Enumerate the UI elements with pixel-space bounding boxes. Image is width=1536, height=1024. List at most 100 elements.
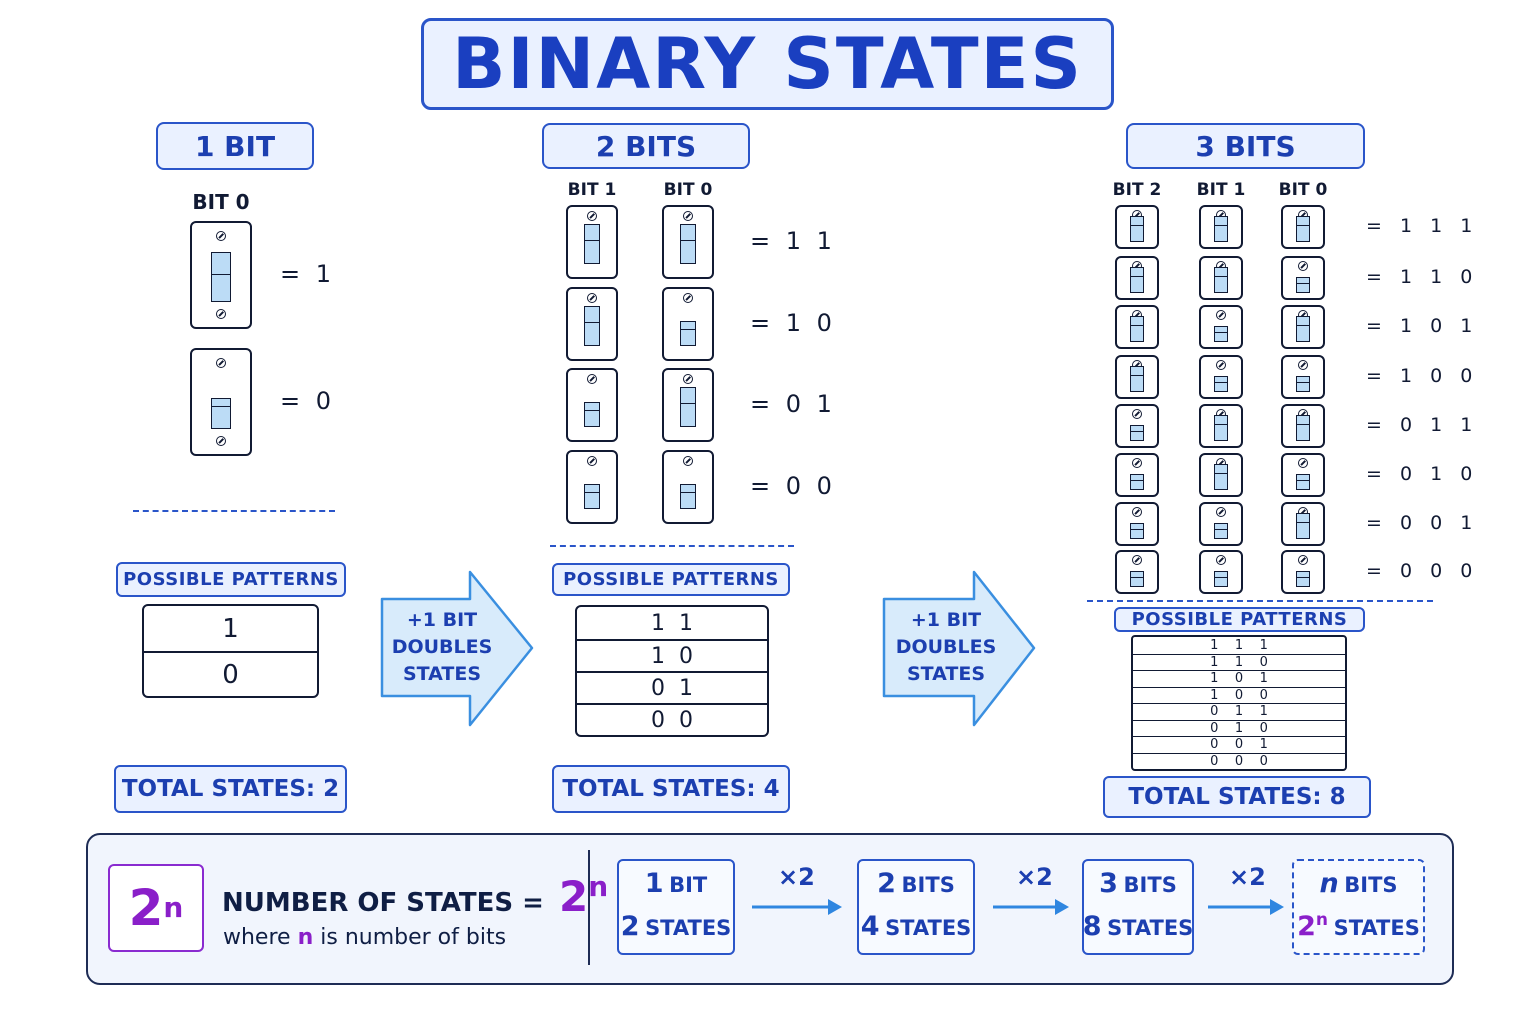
doubles-arrow-1 <box>380 570 534 727</box>
screw-icon <box>587 293 597 303</box>
screw-icon <box>1216 310 1226 320</box>
toggle-down-icon <box>584 484 600 509</box>
screw-icon <box>216 231 226 241</box>
switch-bit-1[interactable] <box>1199 355 1243 399</box>
pattern-row: 0 1 1 <box>1133 703 1345 720</box>
bit-label: BIT 0 <box>192 190 250 214</box>
screw-icon <box>683 374 693 384</box>
toggle-up-icon <box>1214 464 1228 490</box>
total-states-1-bit: TOTAL STATES: 2 <box>114 765 347 813</box>
switch-bit-2[interactable] <box>1115 256 1159 300</box>
title-banner: BINARY STATES <box>421 18 1114 110</box>
formula-where-prefix: where <box>223 925 291 950</box>
toggle-lever <box>212 406 230 407</box>
toggle-lever <box>1131 268 1143 277</box>
switch-bit-2[interactable] <box>1115 453 1159 497</box>
step-n-base: 2 <box>1297 911 1316 942</box>
formula-equation: NUMBER OF STATES = 2n <box>222 872 608 921</box>
heading-1-bit: 1 BIT <box>156 122 314 170</box>
toggle-lever <box>212 253 230 275</box>
toggle-lever <box>681 329 695 330</box>
switch-bit-1[interactable] <box>1199 502 1243 546</box>
switch-bit-1[interactable] <box>1199 256 1243 300</box>
switch-bit-0[interactable] <box>190 221 252 329</box>
switch-bit-2[interactable] <box>1115 502 1159 546</box>
switch-bit-1[interactable] <box>566 450 618 524</box>
switch-bit-0[interactable] <box>1281 502 1325 546</box>
screw-icon <box>1298 360 1308 370</box>
switch-bit-1[interactable] <box>1199 305 1243 349</box>
toggle-lever <box>585 492 599 493</box>
toggle-down-icon <box>1214 376 1228 392</box>
screw-icon <box>1132 507 1142 517</box>
switch-bit-1[interactable] <box>566 287 618 361</box>
state-value-label: = 1 0 1 <box>1366 315 1479 337</box>
bit-label: BIT 1 <box>1196 180 1246 200</box>
step-3-unit2: STATES <box>1107 916 1194 940</box>
switch-bit-0[interactable] <box>662 287 714 361</box>
arrow-2-line-2: DOUBLES <box>895 636 997 658</box>
divider-3-bits <box>1087 600 1433 602</box>
screw-icon <box>683 293 693 303</box>
toggle-up-icon <box>1296 415 1310 441</box>
switch-bit-0[interactable] <box>1281 453 1325 497</box>
formula-rhs-exp: n <box>588 870 609 903</box>
state-value-label: = 0 1 1 <box>1366 414 1479 436</box>
switch-bit-0[interactable] <box>662 450 714 524</box>
toggle-up-icon <box>1130 267 1144 293</box>
toggle-up-icon <box>680 224 696 264</box>
switch-bit-1[interactable] <box>1199 550 1243 594</box>
switch-bit-2[interactable] <box>1115 404 1159 448</box>
switch-bit-1[interactable] <box>1199 453 1243 497</box>
switch-bit-1[interactable] <box>566 368 618 442</box>
switch-bit-1[interactable] <box>566 205 618 279</box>
step-n-bits: n BITS 2n STATES <box>1292 859 1425 955</box>
screw-icon <box>587 374 597 384</box>
total-states-3-bits: TOTAL STATES: 8 <box>1103 776 1371 818</box>
switch-bit-1[interactable] <box>1199 404 1243 448</box>
switch-bit-2[interactable] <box>1115 355 1159 399</box>
screw-icon <box>216 436 226 446</box>
step-arrow-1-head <box>828 899 842 915</box>
toggle-up-icon <box>680 387 696 427</box>
formula-badge-base: 2 <box>128 879 164 937</box>
switch-bit-0[interactable] <box>190 348 252 456</box>
pattern-row: 1 0 0 <box>1133 686 1345 704</box>
state-value-label: = 0 0 0 <box>1366 560 1479 582</box>
switch-bit-2[interactable] <box>1115 305 1159 349</box>
screw-icon <box>683 211 693 221</box>
formula-where-suffix: is number of bits <box>320 925 507 950</box>
screw-icon <box>1298 458 1308 468</box>
total-states-3-bits-text: TOTAL STATES: 8 <box>1128 784 1346 810</box>
screw-icon <box>1132 409 1142 419</box>
switch-bit-0[interactable] <box>1281 550 1325 594</box>
toggle-lever <box>1215 382 1227 383</box>
state-value-label: = 0 0 <box>750 472 836 500</box>
switch-bit-0[interactable] <box>1281 355 1325 399</box>
possible-patterns-label-3: POSSIBLE PATTERNS <box>1114 607 1365 632</box>
switch-bit-0[interactable] <box>662 368 714 442</box>
state-value-label: = 0 1 0 <box>1366 463 1479 485</box>
toggle-up-icon <box>1296 513 1310 539</box>
switch-bit-1[interactable] <box>1199 205 1243 249</box>
switch-bit-0[interactable] <box>1281 305 1325 349</box>
toggle-down-icon <box>1296 474 1310 490</box>
heading-2-bits: 2 BITS <box>542 123 750 169</box>
formula-where-var: n <box>297 925 314 950</box>
toggle-up-icon <box>1130 316 1144 342</box>
step-n-unit: BITS <box>1344 873 1398 897</box>
page-title: BINARY STATES <box>452 23 1083 105</box>
switch-bit-0[interactable] <box>1281 205 1325 249</box>
bit-label: BIT 1 <box>567 180 617 200</box>
switch-bit-0[interactable] <box>1281 404 1325 448</box>
doubles-arrow-2-shape <box>882 570 1036 727</box>
switch-bit-0[interactable] <box>1281 256 1325 300</box>
bit-label: BIT 2 <box>1112 180 1162 200</box>
step-1-num: 1 <box>644 868 664 899</box>
switch-bit-0[interactable] <box>662 205 714 279</box>
toggle-lever <box>1215 217 1227 226</box>
divider-2-bits <box>550 545 794 547</box>
switch-bit-2[interactable] <box>1115 550 1159 594</box>
switch-bit-2[interactable] <box>1115 205 1159 249</box>
